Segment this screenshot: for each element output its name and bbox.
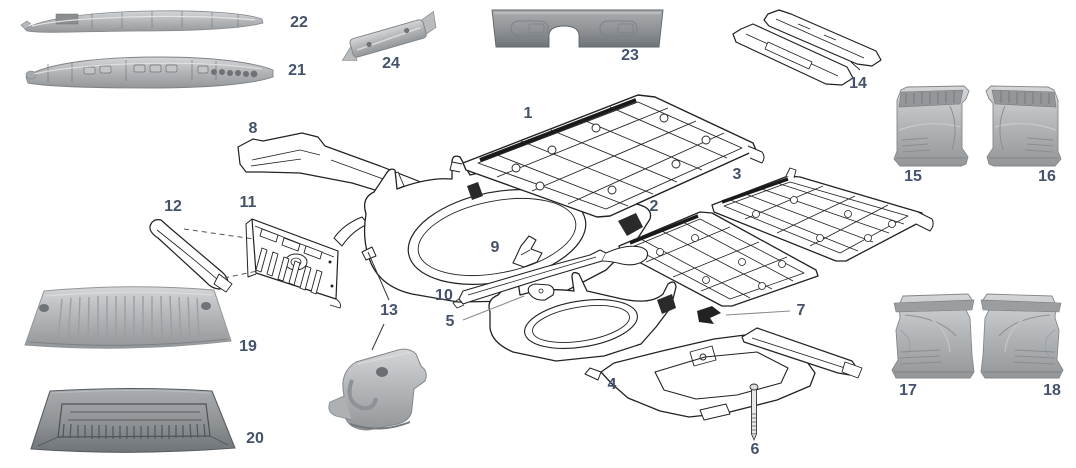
part-18-label: 18 — [1043, 382, 1061, 399]
part-20-label: 20 — [246, 430, 264, 447]
part-16-label: 16 — [1038, 168, 1056, 185]
part-20-drawing — [30, 387, 236, 453]
part-16-drawing — [985, 85, 1062, 167]
part-8-label: 8 — [248, 120, 258, 137]
part-10-drawing — [452, 245, 649, 309]
part-10-label: 10 — [435, 287, 453, 304]
part-17-drawing — [891, 293, 975, 379]
part-1-drawing — [449, 94, 765, 218]
leader-lines-13 — [367, 251, 390, 351]
part-12-label: 12 — [164, 198, 182, 215]
part-11-label: 11 — [239, 194, 257, 211]
part-2-label: 2 — [649, 198, 659, 215]
part-11-drawing — [245, 218, 341, 309]
part-14-drawing — [732, 9, 882, 86]
part-22-drawing — [20, 10, 264, 33]
leader-lines-12-to-11 — [183, 228, 263, 279]
part-23-label: 23 — [621, 47, 639, 64]
part-19-label: 19 — [239, 338, 257, 355]
part-21-drawing — [25, 56, 274, 89]
part-7-label: 7 — [796, 302, 806, 319]
part-13-drawing — [328, 348, 427, 431]
part-6-drawing — [749, 383, 759, 442]
part-14-label: 14 — [849, 75, 867, 92]
part-7-drawing — [697, 306, 791, 324]
part-9-drawing — [512, 235, 543, 268]
part-3-drawing — [711, 167, 934, 262]
part-19-drawing — [24, 286, 232, 349]
part-6-label: 6 — [750, 441, 760, 458]
part-15-label: 15 — [904, 168, 922, 185]
part-13-label: 13 — [380, 302, 398, 319]
part-22-label: 22 — [290, 14, 308, 31]
part-5-label: 5 — [445, 313, 455, 330]
part-18-drawing — [980, 293, 1064, 379]
part-3-label: 3 — [732, 166, 742, 183]
part-24-label: 24 — [382, 55, 400, 72]
part-23-drawing — [491, 9, 664, 48]
part-17-label: 17 — [899, 382, 917, 399]
part-12-drawing — [149, 219, 233, 293]
leader-line-5 — [462, 295, 525, 321]
part-1-label: 1 — [523, 105, 533, 122]
part-21-label: 21 — [288, 62, 306, 79]
part-5-drawing — [527, 283, 555, 301]
part-9-label: 9 — [490, 239, 500, 256]
part-2-drawing — [618, 211, 819, 307]
part-24-drawing — [341, 10, 437, 61]
part-4-label: 4 — [607, 376, 617, 393]
part-15-drawing — [893, 85, 970, 167]
